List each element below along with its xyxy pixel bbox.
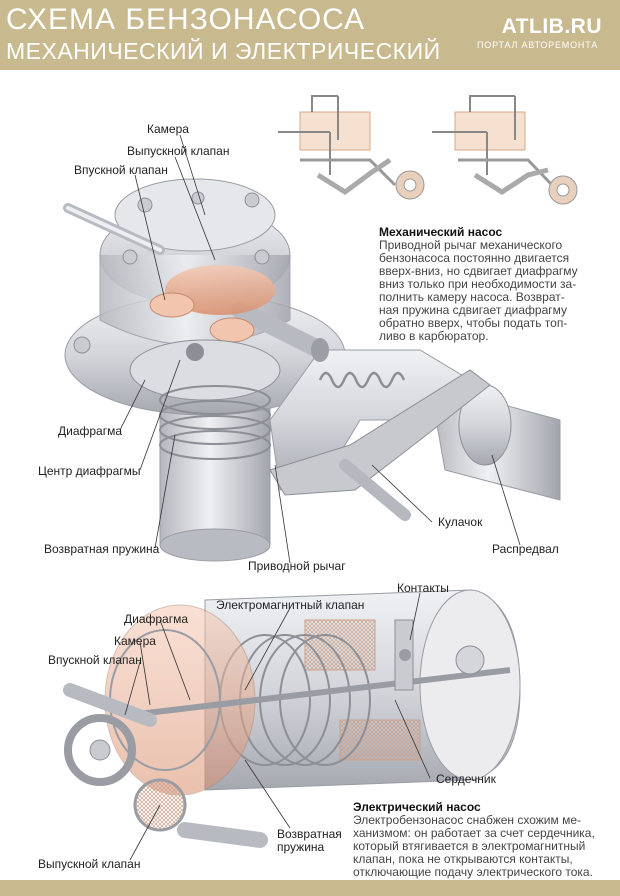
- electric-pump-title: Электрический насос: [353, 800, 481, 814]
- desc-line: ханизмом: он работает за счет сердечника…: [353, 826, 595, 840]
- label-drive-lever: Приводной рычаг: [248, 559, 346, 573]
- label-chamber-mech: Камера: [147, 122, 189, 136]
- desc-line: ная пружина сдвигает диафрагму: [379, 303, 568, 317]
- desc-line: Приводной рычаг механического: [379, 238, 563, 252]
- page-subtitle: МЕХАНИЧЕСКИЙ И ЭЛЕКТРИЧЕСКИЙ: [6, 38, 441, 64]
- label-inlet-valve-mech: Впускной клапан: [74, 163, 168, 177]
- label-cam: Кулачок: [438, 515, 483, 529]
- label-core: Сердечник: [436, 772, 496, 786]
- label-contacts: Контакты: [397, 581, 449, 595]
- desc-line: обратно вверх, чтобы подать топ-: [379, 316, 568, 330]
- desc-line: Электробензонасос снабжен схожим ме-: [353, 813, 581, 827]
- brand-tagline: ПОРТАЛ АВТОРЕМОНТА: [477, 40, 598, 50]
- schematic-diagram-right: [432, 95, 578, 205]
- desc-line: полнить камеру насоса. Возврат-: [379, 290, 565, 304]
- electric-pump: [63, 589, 521, 848]
- desc-line: клапан, пока не открываются контакты,: [353, 852, 573, 866]
- mechanical-pump-description: Приводной рычаг механического бензонасос…: [379, 239, 578, 343]
- desc-line: вверх-вниз, но сдвигает диафрагму: [379, 264, 578, 278]
- brand-logo: ATLIB.RU: [501, 15, 602, 38]
- footer-band: [0, 880, 620, 896]
- mechanical-pump: [63, 178, 561, 562]
- label-outlet-valve-elec: Выпускной клапан: [38, 857, 141, 871]
- page-title: СХЕМА БЕНЗОНАСОСА: [6, 3, 366, 36]
- label-chamber-elec: Камера: [114, 634, 156, 648]
- label-return-spring-mech: Возвратная пружина: [44, 542, 160, 556]
- label-inlet-valve-elec: Впускной клапан: [48, 653, 142, 667]
- desc-line: ливо в карбюратор.: [379, 329, 489, 343]
- mechanical-pump-title: Механический насос: [379, 225, 503, 239]
- label-return-spring-elec-2: пружина: [277, 840, 325, 854]
- desc-line: вниз только при необходимости за-: [379, 277, 577, 291]
- electric-pump-description: Электробензонасос снабжен схожим ме- хан…: [353, 814, 595, 879]
- label-camshaft: Распредвал: [492, 542, 559, 556]
- label-diaphragm-elec: Диафрагма: [124, 612, 189, 626]
- label-solenoid-valve: Электромагнитный клапан: [216, 598, 365, 612]
- label-return-spring-elec-1: Возвратная: [277, 827, 342, 841]
- schematic-diagram-left: [278, 95, 425, 200]
- label-diaphragm-mech: Диафрагма: [58, 424, 123, 438]
- label-diaphragm-center: Центр диафрагмы: [38, 464, 141, 478]
- label-outlet-valve-mech: Выпускной клапан: [127, 144, 230, 158]
- leader-lines: [119, 134, 521, 861]
- desc-line: бензонасоса постоянно двигается: [379, 251, 570, 265]
- desc-line: который втягивается в электромагнитный: [353, 839, 586, 853]
- desc-line: отключающие подачу электрического тока.: [353, 865, 593, 879]
- header-banner: СХЕМА БЕНЗОНАСОСА МЕХАНИЧЕСКИЙ И ЭЛЕКТРИ…: [0, 0, 620, 70]
